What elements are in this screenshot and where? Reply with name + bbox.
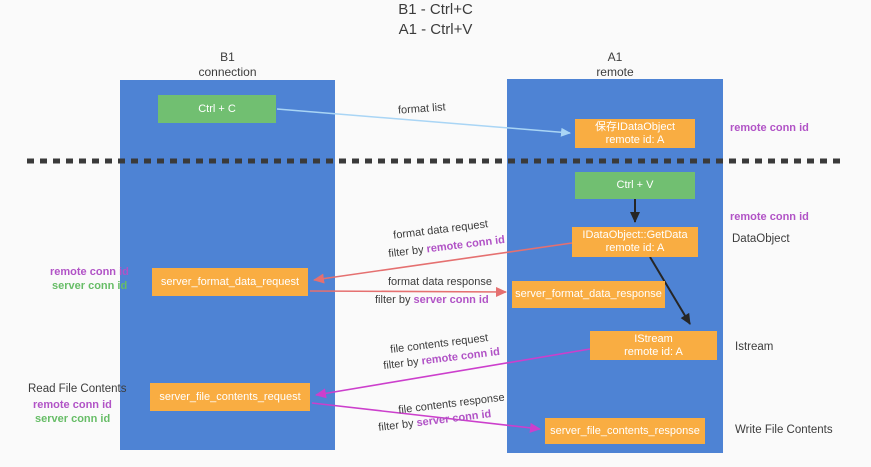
title-line-2: A1 - Ctrl+V	[398, 21, 473, 38]
node-getdata-line2: remote id: A	[605, 242, 665, 254]
node-ctrl-c-label: Ctrl + C	[198, 102, 236, 115]
left-server-conn-id-bottom: server conn id	[35, 413, 111, 425]
node-file-response-label: server_file_contents_response	[550, 424, 700, 437]
node-server-format-data-request: server_format_data_request	[152, 268, 308, 296]
lane-header-b1: B1 connection	[120, 50, 335, 80]
node-istream-line1: IStream	[634, 332, 673, 345]
node-server-file-contents-response: server_file_contents_response	[545, 418, 705, 444]
node-file-request-label: server_file_contents_request	[159, 390, 301, 403]
node-save-idataobject-line2: remote id: A	[605, 133, 665, 146]
flow-label-filter-server-1: filter by server conn id	[375, 294, 489, 307]
node-ctrl-c: Ctrl + C	[158, 95, 276, 123]
format-list-arrow	[276, 108, 571, 137]
getdata-to-istream-arrow	[649, 256, 691, 325]
file-contents-request-arrow	[315, 348, 591, 399]
right-istream-label: Istream	[735, 341, 774, 353]
right-remote-conn-id-mid: remote conn id	[730, 211, 809, 223]
file-contents-response-arrow	[311, 402, 541, 433]
right-write-file-contents: Write File Contents	[735, 424, 833, 436]
node-istream: IStream remote id: A	[590, 331, 717, 360]
format-data-response-arrow	[309, 286, 507, 297]
left-remote-conn-id-bottom: remote conn id	[33, 399, 112, 411]
node-save-idataobject: 保存IDataObject remote id: A	[575, 119, 695, 148]
lane-b1-role: connection	[198, 65, 257, 79]
node-istream-line2: remote id: A	[624, 345, 683, 358]
server-conn-id-text: server conn id	[413, 294, 489, 306]
format-data-request-arrow	[313, 242, 573, 284]
left-server-conn-id-mid: server conn id	[52, 280, 128, 292]
diagram-title: B1 - Ctrl+C A1 - Ctrl+V	[0, 0, 871, 40]
lane-b1-name: B1	[220, 50, 235, 64]
filter-prefix: filter by	[375, 294, 414, 306]
right-remote-conn-id-top: remote conn id	[730, 122, 809, 134]
node-server-format-data-response: server_format_data_response	[512, 281, 665, 308]
lane-a1-role: remote	[596, 65, 634, 79]
right-dataobject-label: DataObject	[732, 233, 790, 245]
node-ctrl-v-label: Ctrl + V	[616, 179, 654, 191]
node-server-file-contents-request: server_file_contents_request	[150, 383, 310, 411]
node-getdata-line1: IDataObject::GetData	[582, 229, 688, 241]
title-line-1: B1 - Ctrl+C	[398, 1, 473, 18]
node-ctrl-v: Ctrl + V	[575, 172, 695, 199]
left-read-file-contents: Read File Contents	[28, 383, 127, 395]
flow-label-format-data-response: format data response	[388, 276, 492, 288]
node-save-idataobject-line1: 保存IDataObject	[594, 120, 676, 133]
lane-a1-name: A1	[607, 50, 623, 64]
node-format-request-label: server_format_data_request	[160, 275, 300, 288]
node-format-response-label: server_format_data_response	[515, 288, 662, 300]
left-remote-conn-id-mid: remote conn id	[50, 266, 129, 278]
node-idataobject-getdata: IDataObject::GetData remote id: A	[572, 227, 698, 257]
lane-header-a1: A1 remote	[507, 50, 723, 80]
